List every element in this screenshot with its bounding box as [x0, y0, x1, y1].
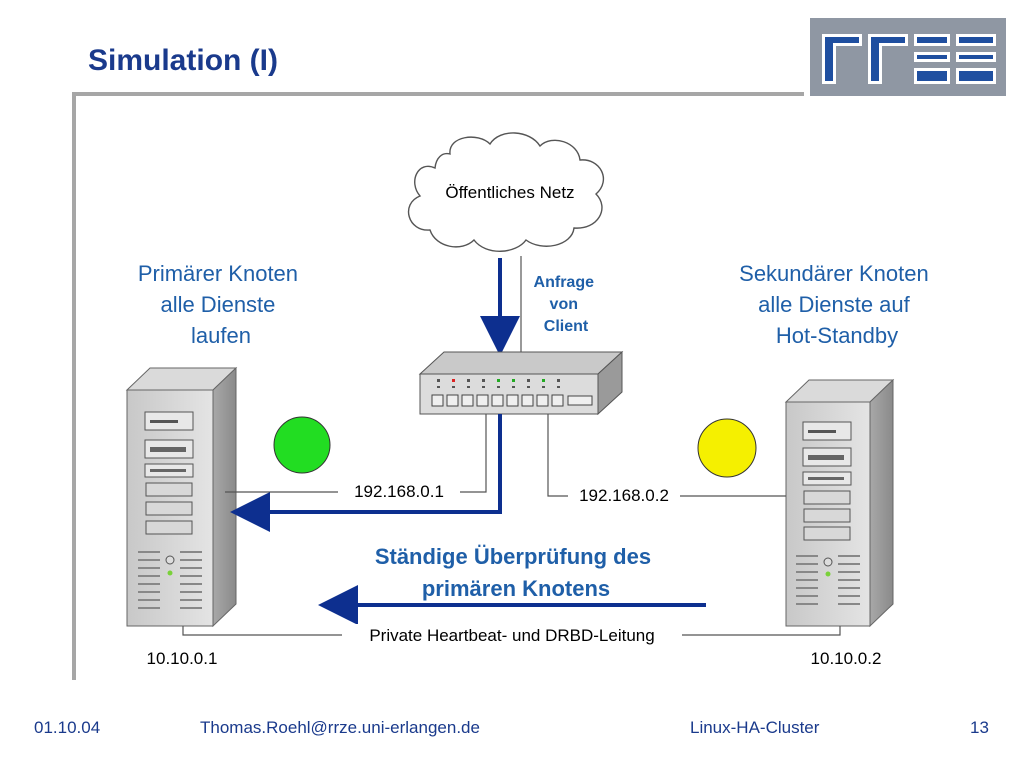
private-ip-primary: 10.10.0.1 — [147, 649, 218, 668]
primary-server-icon — [125, 366, 238, 628]
request-label-line1: Anfrage — [534, 274, 595, 291]
secondary-label-line2: alle Dienste auf — [758, 292, 911, 317]
request-label-line2: von — [550, 296, 578, 313]
primary-label-line2: alle Dienste — [160, 292, 275, 317]
slide-title: Simulation (I) — [88, 44, 278, 77]
ip-primary: 192.168.0.1 — [354, 482, 444, 501]
secondary-label-line3: Hot-Standby — [776, 323, 898, 348]
ip-secondary: 192.168.0.2 — [579, 486, 669, 505]
left-rule — [72, 92, 76, 680]
secondary-server-icon — [784, 378, 895, 628]
footer-topic: Linux-HA-Cluster — [690, 718, 820, 737]
secondary-network-line — [547, 414, 786, 497]
cloud-label: Öffentliches Netz — [445, 183, 574, 202]
secondary-node-label: Sekundärer Knoten alle Dienste auf Hot-S… — [739, 261, 935, 348]
primary-node-label: Primärer Knoten alle Dienste laufen — [138, 261, 304, 348]
primary-label-line1: Primärer Knoten — [138, 261, 298, 286]
public-network-cloud: Öffentliches Netz — [407, 132, 605, 252]
secondary-status-indicator — [697, 418, 757, 478]
heartbeat-label: Private Heartbeat- und DRBD-Leitung — [369, 626, 654, 645]
response-arrow — [230, 414, 502, 532]
footer-page-number: 13 — [970, 718, 989, 737]
check-label: Ständige Überprüfung des primären Knoten… — [375, 544, 657, 601]
title-rule — [74, 92, 804, 96]
primary-label-line3: laufen — [191, 323, 251, 348]
request-label-line3: Client — [544, 318, 589, 335]
rrze-logo-icon — [810, 18, 1006, 96]
network-switch-icon — [418, 350, 624, 416]
primary-status-indicator — [273, 416, 331, 474]
request-label: Anfrage von Client — [534, 274, 599, 335]
footer-date: 01.10.04 — [34, 718, 101, 737]
cluster-diagram: Öffentliches Netz Anfrage von Client — [125, 132, 935, 668]
secondary-label-line1: Sekundärer Knoten — [739, 261, 929, 286]
private-ip-secondary: 10.10.0.2 — [811, 649, 882, 668]
check-label-line1: Ständige Überprüfung des — [375, 544, 651, 569]
primary-network-line — [225, 414, 487, 493]
footer-email: Thomas.Roehl@rrze.uni-erlangen.de — [200, 718, 480, 737]
check-label-line2: primären Knotens — [422, 576, 610, 601]
rrze-logo — [810, 18, 1006, 96]
